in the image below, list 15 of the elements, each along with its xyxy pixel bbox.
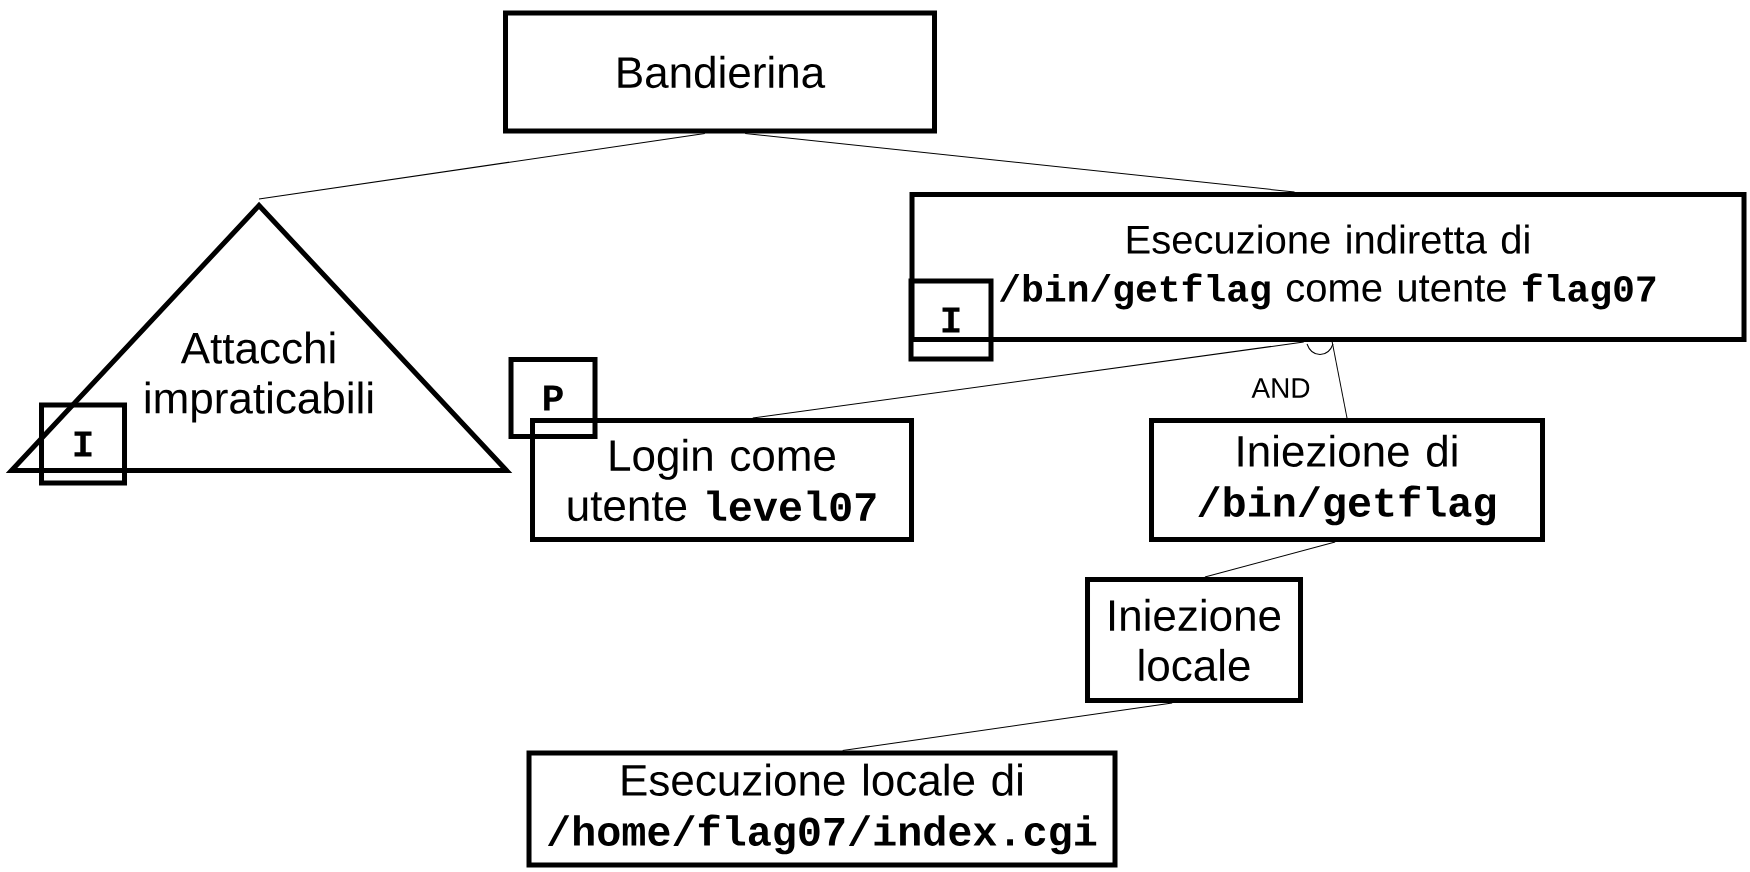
connector-line [1331, 341, 1348, 419]
tag-box: I [39, 402, 127, 486]
connector-line [1204, 541, 1336, 578]
tag-box: I [908, 278, 994, 362]
process-box: Iniezione di /bin/getflag [1149, 418, 1545, 542]
and-label: AND [1251, 378, 1310, 398]
process-box: Bandierina [503, 10, 937, 134]
connector-line [752, 341, 1305, 419]
process-box: Login come utente level07 [530, 418, 914, 542]
process-box: Iniezione locale [1085, 577, 1303, 703]
connector-line [258, 133, 706, 200]
connector-line [842, 702, 1173, 751]
connector-line [744, 133, 1296, 193]
process-box: Esecuzione locale di /home/flag07/index.cgi [526, 750, 1118, 868]
tag-box: P [508, 357, 598, 439]
